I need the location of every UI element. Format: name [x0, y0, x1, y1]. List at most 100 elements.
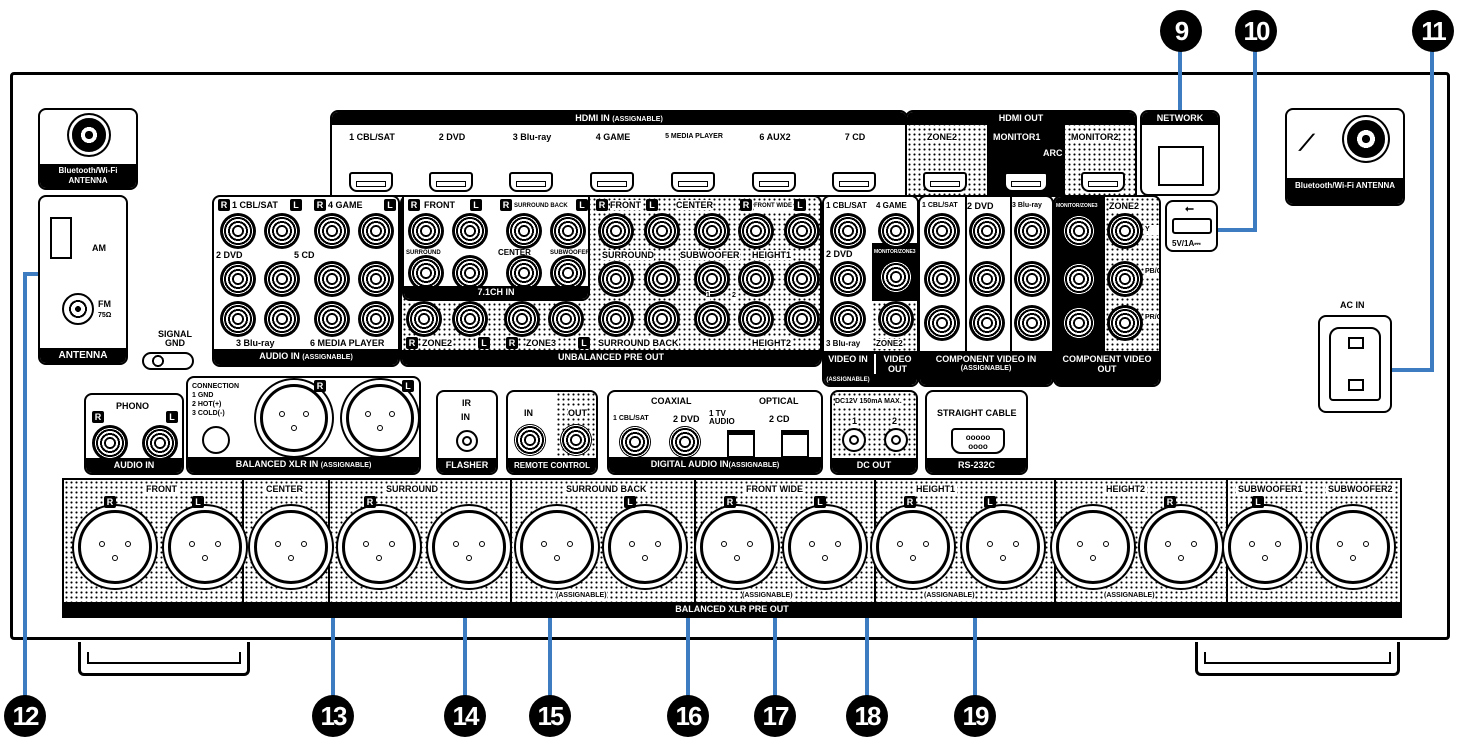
pre-out-jack[interactable]	[784, 301, 820, 337]
xlr-out-jack[interactable]	[432, 510, 506, 584]
ch71-in-jack[interactable]	[408, 255, 444, 291]
remote-out-jack[interactable]	[560, 424, 592, 456]
video-out-jack[interactable]	[878, 259, 914, 295]
xlr-out-jack[interactable]	[608, 510, 682, 584]
xlr-out-jack[interactable]	[1316, 510, 1390, 584]
xlr-out-jack[interactable]	[78, 510, 152, 584]
lan-port[interactable]	[1158, 146, 1204, 186]
ch71-in-jack[interactable]	[452, 213, 488, 249]
hdmi-in-port[interactable]	[832, 172, 876, 192]
phono-r-jack[interactable]	[92, 425, 128, 461]
ch71-in-jack[interactable]	[452, 255, 488, 291]
component-in-jack[interactable]	[924, 213, 960, 249]
audio-in-jack[interactable]	[314, 261, 350, 297]
pre-out-jack[interactable]	[406, 301, 442, 337]
ir-flasher-jack[interactable]	[456, 430, 478, 452]
audio-in-jack[interactable]	[358, 301, 394, 337]
xlr-in-l-jack[interactable]	[346, 384, 414, 452]
pre-out-jack[interactable]	[452, 301, 488, 337]
pre-out-jack[interactable]	[548, 301, 584, 337]
audio-in-jack[interactable]	[314, 213, 350, 249]
component-out-jack[interactable]	[1107, 213, 1143, 249]
hdmi-in-port[interactable]	[752, 172, 796, 192]
component-out-jack[interactable]	[1061, 261, 1097, 297]
optical2-jack[interactable]	[781, 430, 809, 458]
coaxial1-jack[interactable]	[619, 426, 651, 458]
pre-out-jack[interactable]	[738, 261, 774, 297]
xlr-out-jack[interactable]	[1056, 510, 1130, 584]
remote-in-jack[interactable]	[514, 424, 546, 456]
xlr-out-jack[interactable]	[700, 510, 774, 584]
video-in-jack[interactable]	[830, 261, 866, 297]
pre-out-jack[interactable]	[644, 301, 680, 337]
component-in-jack[interactable]	[969, 305, 1005, 341]
component-out-jack[interactable]	[1061, 305, 1097, 341]
dc-out-2-jack[interactable]	[884, 428, 908, 452]
optical1-jack[interactable]	[727, 430, 755, 458]
component-in-jack[interactable]	[969, 213, 1005, 249]
component-in-jack[interactable]	[969, 261, 1005, 297]
video-in-jack[interactable]	[878, 213, 914, 249]
xlr-out-jack[interactable]	[254, 510, 328, 584]
xlr-out-jack[interactable]	[342, 510, 416, 584]
audio-in-jack[interactable]	[220, 261, 256, 297]
hdmi-in-port[interactable]	[509, 172, 553, 192]
component-in-jack[interactable]	[924, 305, 960, 341]
pre-out-jack[interactable]	[738, 213, 774, 249]
pre-out-jack[interactable]	[784, 261, 820, 297]
dc-out-1-jack[interactable]	[842, 428, 866, 452]
xlr-out-jack[interactable]	[520, 510, 594, 584]
component-in-jack[interactable]	[1014, 305, 1050, 341]
component-in-jack[interactable]	[924, 261, 960, 297]
xlr-out-jack[interactable]	[1228, 510, 1302, 584]
pre-out-jack[interactable]	[694, 213, 730, 249]
am-terminal[interactable]	[50, 217, 72, 259]
pre-out-jack[interactable]	[694, 301, 730, 337]
hdmi-in-port[interactable]	[429, 172, 473, 192]
video-in-jack[interactable]	[830, 301, 866, 337]
xlr-out-jack[interactable]	[788, 510, 862, 584]
audio-in-jack[interactable]	[358, 213, 394, 249]
audio-in-jack[interactable]	[220, 213, 256, 249]
ch71-in-jack[interactable]	[408, 213, 444, 249]
ac-inlet[interactable]	[1318, 315, 1392, 413]
hdmi-out-monitor1-port[interactable]	[1004, 172, 1048, 192]
bt-antenna-right-terminal[interactable]: ⟋ Bluetooth/Wi-Fi ANTENNA	[1285, 108, 1405, 206]
xlr-in-r-jack[interactable]	[260, 384, 328, 452]
audio-in-jack[interactable]	[264, 301, 300, 337]
pre-out-jack[interactable]	[598, 301, 634, 337]
pre-out-jack[interactable]	[644, 261, 680, 297]
video-out-jack[interactable]	[878, 301, 914, 337]
audio-in-jack[interactable]	[264, 261, 300, 297]
phono-l-jack[interactable]	[142, 425, 178, 461]
pre-out-jack[interactable]	[598, 213, 634, 249]
xlr-out-jack[interactable]	[1144, 510, 1218, 584]
xlr-out-jack[interactable]	[876, 510, 950, 584]
usb-port[interactable]	[1172, 218, 1212, 234]
ch71-in-jack[interactable]	[506, 213, 542, 249]
signal-gnd-terminal[interactable]	[142, 352, 194, 370]
bt-antenna-left-terminal[interactable]: Bluetooth/Wi-Fi ANTENNA	[38, 108, 138, 190]
xlr-out-jack[interactable]	[966, 510, 1040, 584]
ch71-in-jack[interactable]	[550, 255, 586, 291]
component-out-jack[interactable]	[1107, 305, 1143, 341]
coaxial2-jack[interactable]	[669, 426, 701, 458]
component-out-jack[interactable]	[1107, 261, 1143, 297]
component-in-jack[interactable]	[1014, 261, 1050, 297]
component-in-jack[interactable]	[1014, 213, 1050, 249]
hdmi-in-port[interactable]	[349, 172, 393, 192]
ch71-in-jack[interactable]	[506, 255, 542, 291]
hdmi-in-port[interactable]	[590, 172, 634, 192]
pre-out-jack[interactable]	[504, 301, 540, 337]
pre-out-jack[interactable]	[784, 213, 820, 249]
pre-out-jack[interactable]	[644, 213, 680, 249]
audio-in-jack[interactable]	[264, 213, 300, 249]
ch71-in-jack[interactable]	[550, 213, 586, 249]
hdmi-out-zone2-port[interactable]	[923, 172, 967, 192]
pre-out-jack[interactable]	[738, 301, 774, 337]
hdmi-out-monitor2-port[interactable]	[1081, 172, 1125, 192]
fm-terminal[interactable]	[62, 293, 94, 325]
pre-out-jack[interactable]	[694, 261, 730, 297]
pre-out-jack[interactable]	[598, 261, 634, 297]
